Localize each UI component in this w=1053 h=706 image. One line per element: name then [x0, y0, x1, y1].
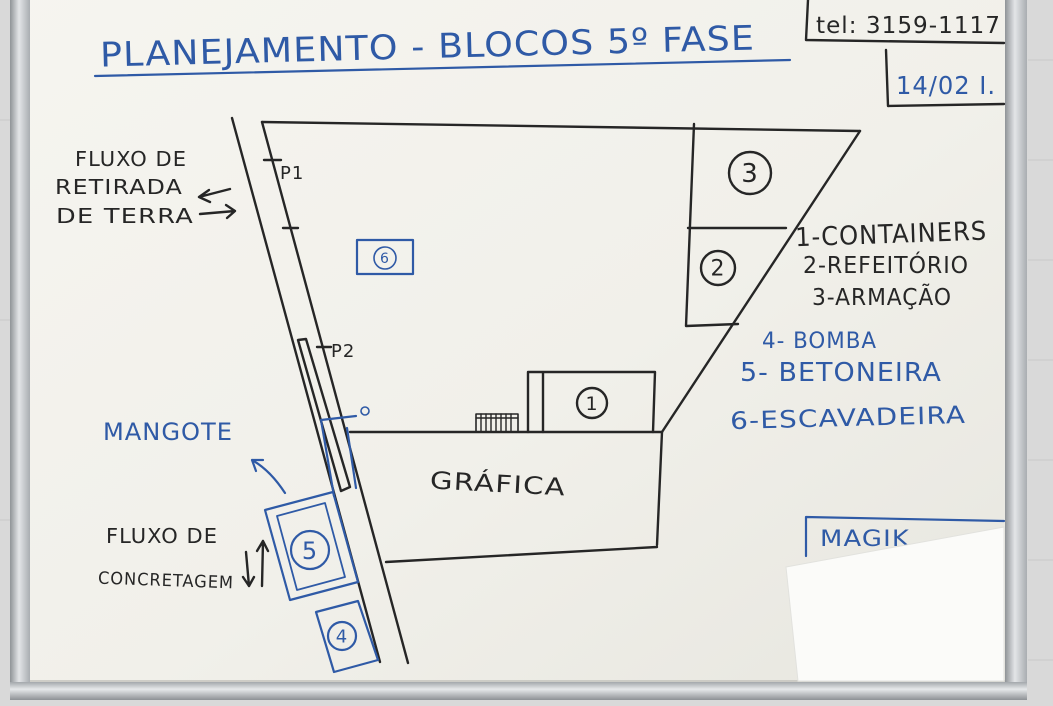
legend-item-armacao: 3-ARMAÇÃO: [812, 283, 952, 311]
p1-label: P1: [280, 163, 304, 184]
board-frame-right: [1005, 0, 1027, 700]
marker-2: 2: [711, 257, 726, 282]
hose-label: MANGOTE: [103, 418, 233, 446]
earth-flow-line-1: FLUXO DE: [75, 147, 187, 171]
legend-item-refeitorio: 2-REFEITÓRIO: [803, 251, 969, 279]
legend-item-betoneira: 5- BETONEIRA: [740, 358, 942, 388]
legend-item-bomba: 4- BOMBA: [762, 329, 877, 354]
board-frame-bottom: [10, 682, 1027, 700]
marker-5: 5: [302, 537, 318, 565]
p2-label: P2: [331, 341, 355, 362]
marker-4: 4: [336, 627, 348, 648]
marker-3: 3: [741, 159, 759, 189]
contact-phone: tel: 3159-1117: [816, 13, 1001, 39]
marker-6: 6: [380, 251, 390, 267]
marker-1: 1: [585, 393, 598, 415]
concrete-flow-line-1: FLUXO DE: [106, 524, 218, 548]
earth-flow-line-3: DE TERRA: [56, 204, 194, 228]
date-note: 14/02 I.: [896, 71, 996, 100]
board-frame-left: [10, 0, 30, 700]
earth-flow-line-2: RETIRADA: [55, 175, 183, 199]
